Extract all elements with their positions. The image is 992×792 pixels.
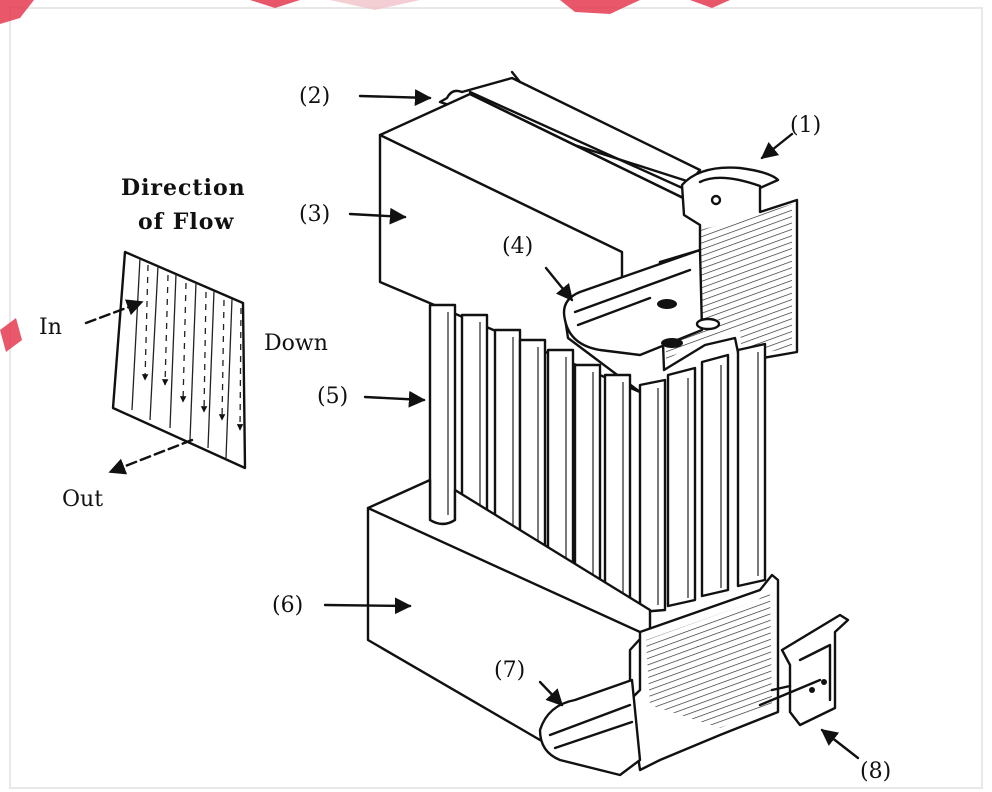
callout-2: (2) — [299, 84, 432, 109]
lower-slot — [538, 678, 642, 777]
inner-slot — [562, 248, 704, 357]
callout-7-label: (7) — [494, 658, 525, 683]
exchanger-section — [366, 70, 850, 777]
legend-down-label: Down — [264, 331, 328, 356]
flow-legend: Direction of Flow In Down Out — [39, 175, 328, 512]
slot-hole-1 — [657, 299, 677, 309]
callout-8: (8) — [820, 728, 891, 784]
legend-in-arrow — [84, 299, 144, 325]
side-flange — [780, 613, 850, 727]
callout-6-label: (6) — [272, 593, 303, 618]
legend-flow-lines — [131, 257, 244, 459]
frame-border — [9, 7, 983, 789]
callout-5-label: (5) — [317, 384, 348, 409]
channel-hole — [710, 194, 722, 206]
callout-3-label: (3) — [299, 202, 330, 227]
legend-plate — [111, 250, 247, 470]
callout-3: (3) — [299, 202, 407, 227]
callout-2-label: (2) — [299, 84, 330, 109]
callout-1: (1) — [760, 113, 821, 160]
callout-1-label: (1) — [790, 113, 821, 138]
callout-7: (7) — [494, 658, 564, 707]
callout-6: (6) — [272, 593, 412, 618]
legend-out-arrow — [108, 438, 194, 475]
legend-out-label: Out — [62, 487, 103, 512]
slot-hole-3 — [661, 338, 683, 348]
callout-4: (4) — [502, 234, 574, 302]
callout-8-label: (8) — [860, 759, 891, 784]
callout-5: (5) — [317, 384, 426, 409]
slot-hole-2 — [695, 317, 721, 331]
lower-channel-hatch — [646, 590, 772, 728]
watermark — [0, 0, 730, 352]
legend-in-label: In — [39, 315, 62, 340]
callout-4-label: (4) — [502, 234, 533, 259]
legend-title-line2: of Flow — [138, 209, 234, 235]
legend-title-line1: Direction — [121, 175, 246, 201]
